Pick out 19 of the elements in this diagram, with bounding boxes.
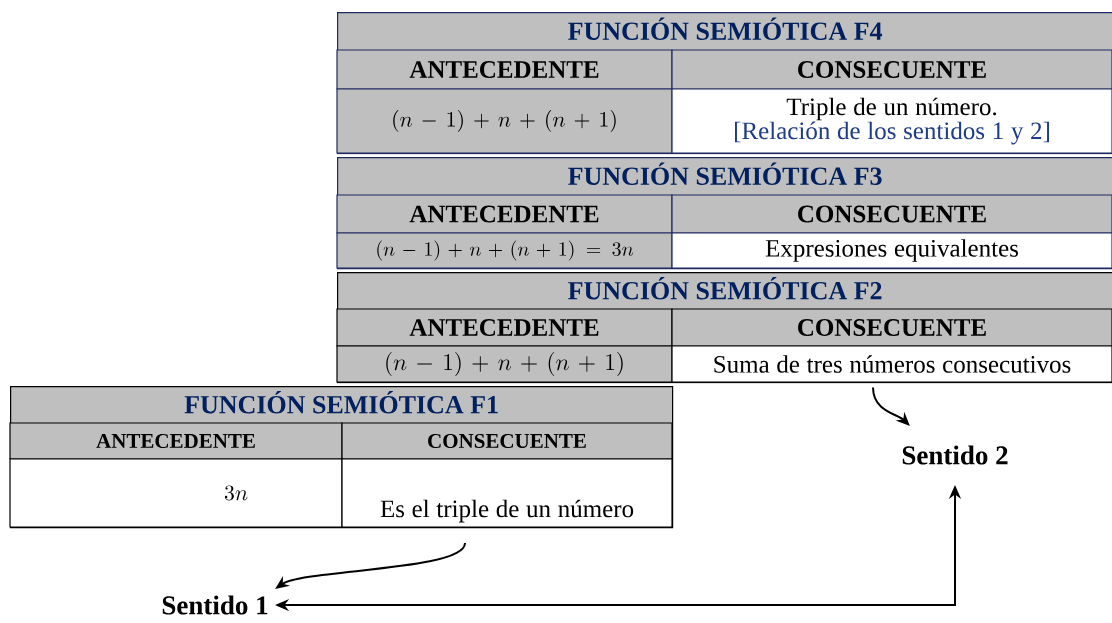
formula-cell: $(n-1)+n+(n+1)$	[336, 88, 673, 154]
header-cell: CONSECUENTE	[671, 194, 1112, 234]
text-cell: Expresiones equivalentes	[671, 232, 1112, 269]
header-cell: ANTECEDENTE	[9, 422, 343, 460]
header-cell: ANTECEDENTE	[336, 308, 673, 347]
formula-cell: $(n-1)+n+(n+1)=3n$	[336, 232, 673, 269]
header-cell: ANTECEDENTE	[336, 194, 673, 234]
text-cell: Suma de tres números consecutivos	[671, 345, 1112, 383]
direction-label: Sentido 1	[162, 595, 268, 615]
header-cell: CONSECUENTE	[671, 308, 1112, 347]
header-cell: ANTECEDENTE	[336, 49, 673, 90]
direction-label: Sentido 2	[902, 445, 1008, 465]
header-cell: CONSECUENTE	[341, 422, 673, 460]
formula-cell: $(n-1)+n+(n+1)$	[336, 345, 673, 383]
formula-cell: $3n$	[9, 458, 343, 528]
node-label: Expresiones equivalentes	[765, 239, 1019, 262]
text-cell: Triple de un número. [Relación de los sentidos 1 y 2]	[671, 88, 1112, 154]
header-cell: CONSECUENTE	[671, 49, 1112, 90]
text-cell: Es el triple de un número	[341, 458, 673, 528]
